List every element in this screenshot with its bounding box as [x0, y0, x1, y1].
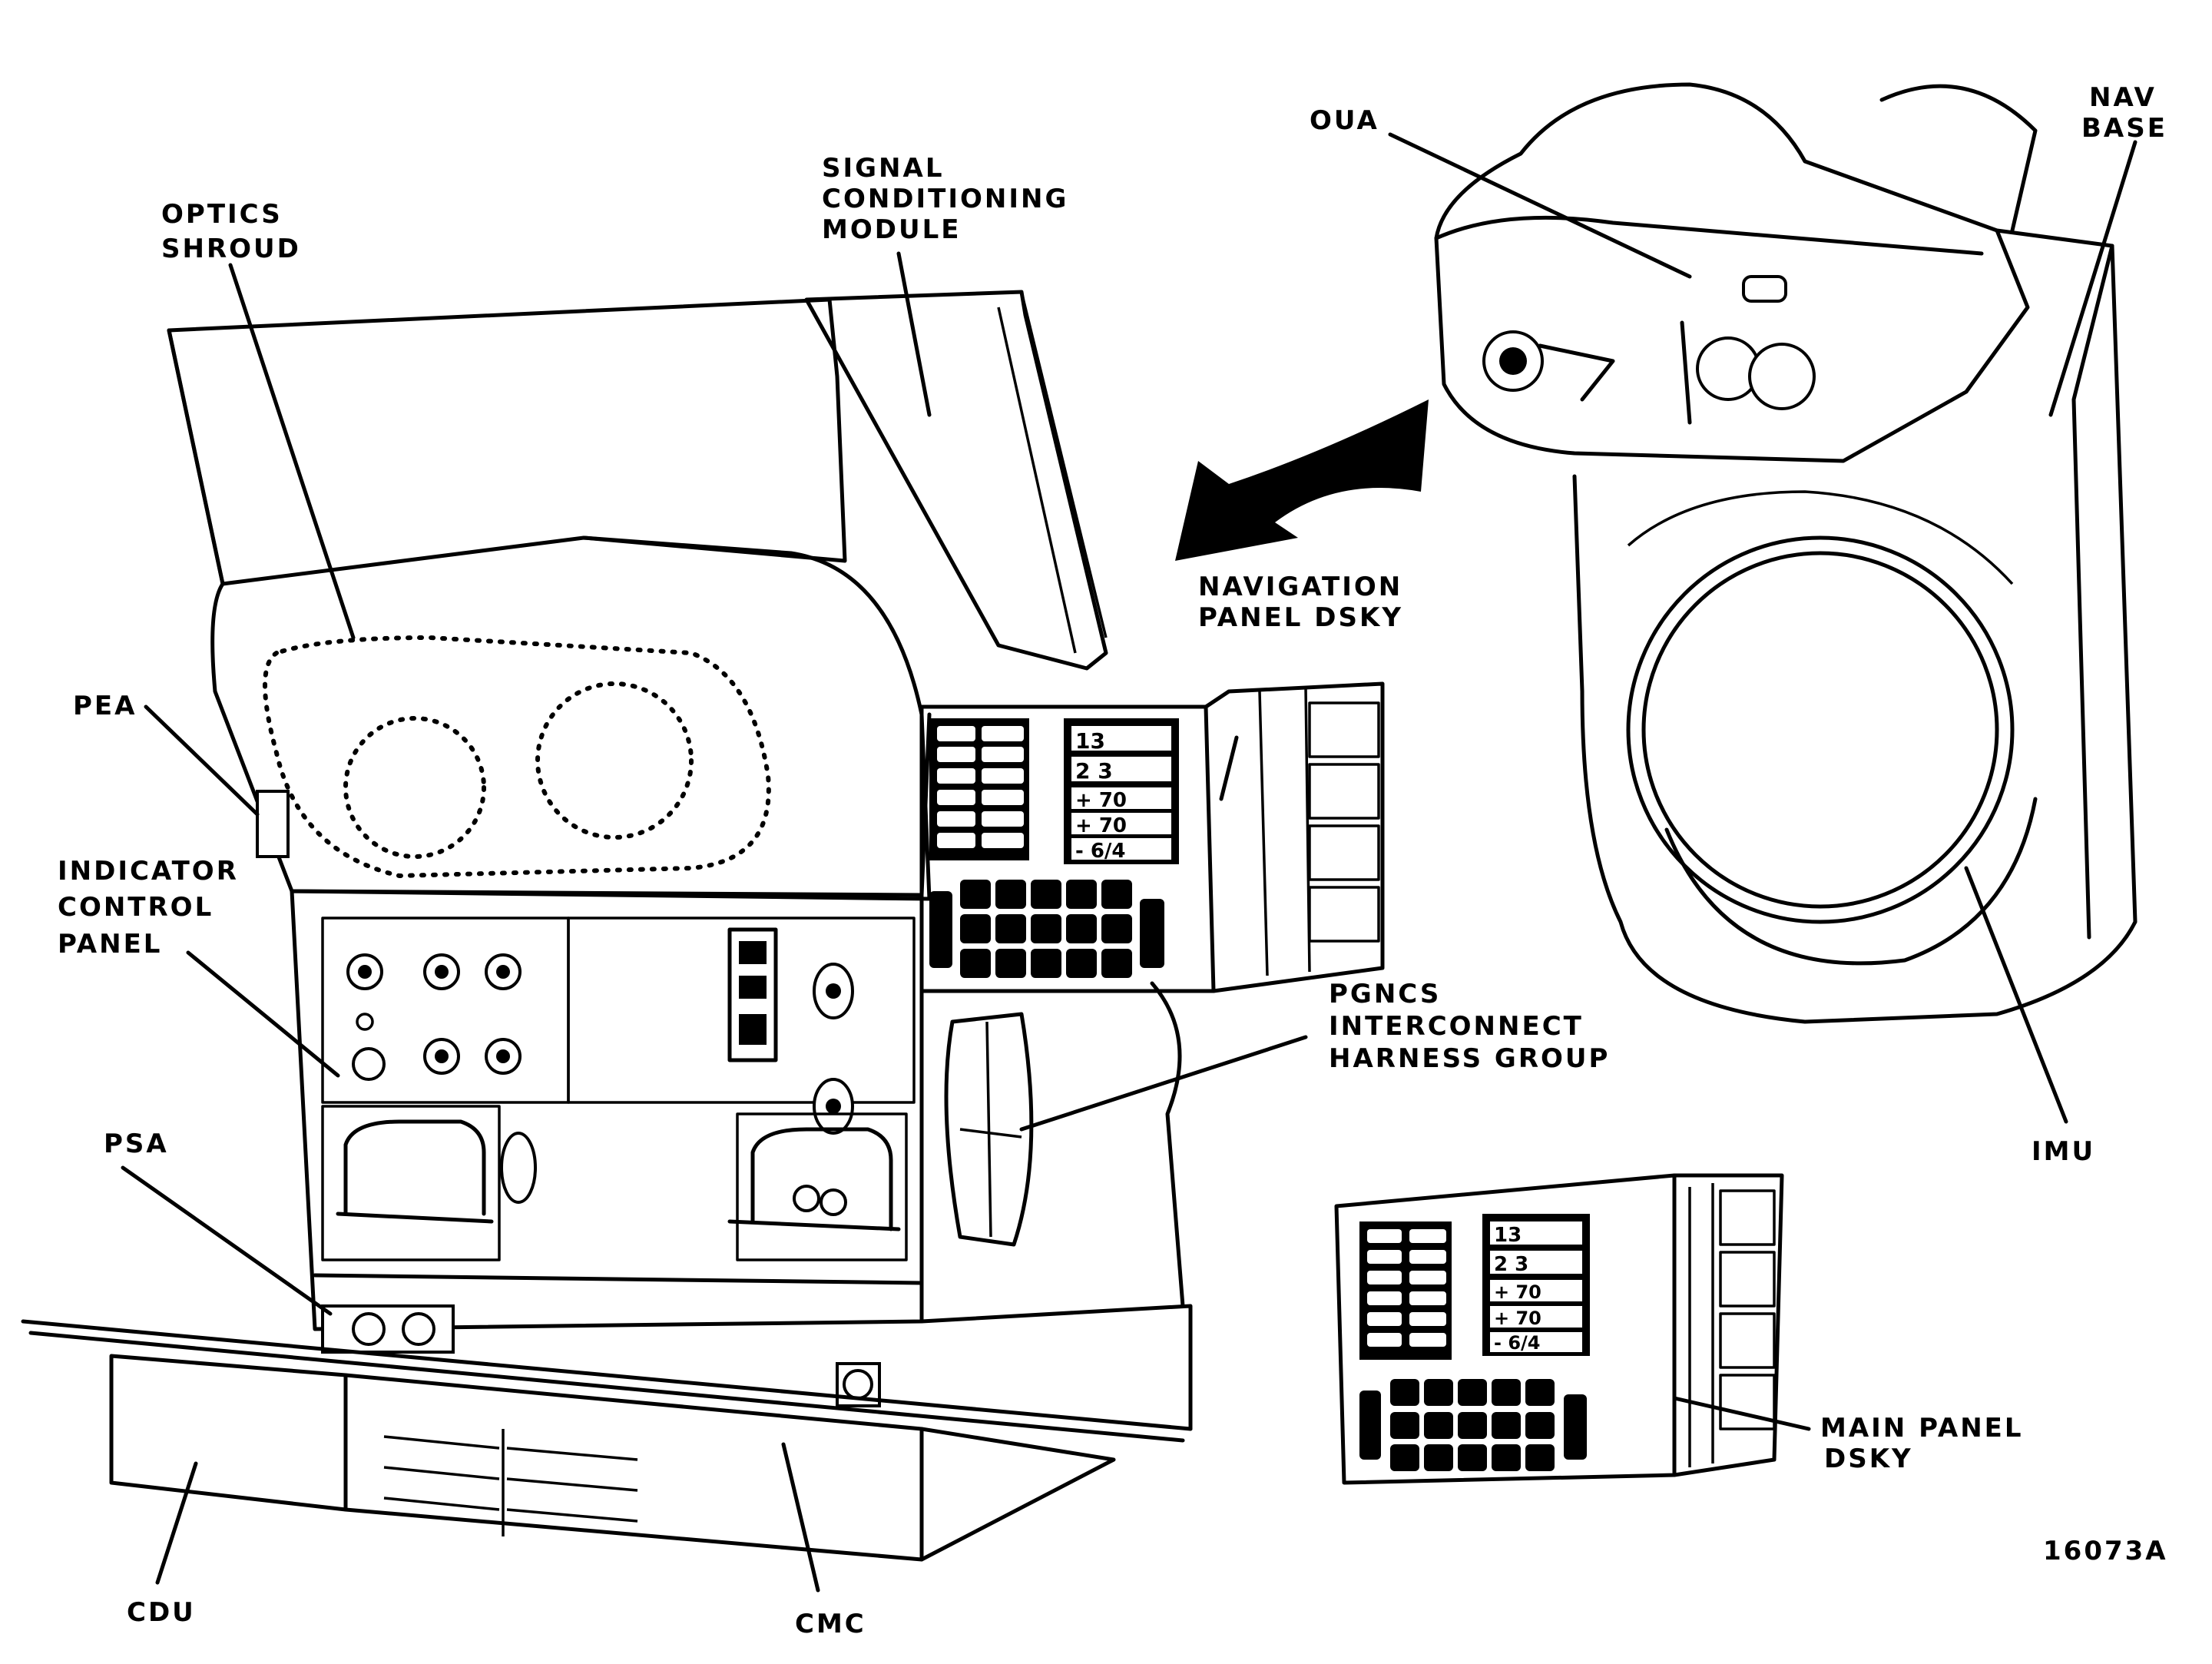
dsky-display-row: - 6/4 — [1075, 840, 1126, 863]
leader-imu — [1964, 866, 2068, 1124]
label-signal-conditioning-module: SIGNAL — [822, 153, 944, 184]
harness-cutaway — [944, 1012, 1034, 1247]
leader-signal-conditioning-module — [896, 251, 932, 417]
label-indicator-control-panel: INDICATOR — [58, 856, 239, 887]
optics-window — [263, 635, 771, 879]
label-main-panel-dsky: MAIN PANEL — [1820, 1413, 2024, 1444]
label-pea: PEA — [73, 691, 137, 721]
leader-pgncs — [1019, 1035, 1308, 1132]
leader-cmc — [781, 1442, 820, 1593]
labels: OPTICS SHROUD SIGNAL CONDITIONING MODULE… — [58, 82, 2168, 1639]
label-nav-base: BASE — [2081, 113, 2167, 144]
label-psa: PSA — [104, 1129, 169, 1159]
dsky-display-row: 13 — [1075, 728, 1105, 754]
figure-id: 16073A — [2043, 1536, 2168, 1566]
leader-icp — [186, 950, 340, 1078]
label-oua: OUA — [1310, 105, 1379, 136]
label-pgncs-interconnect-harness-group: HARNESS GROUP — [1329, 1043, 1610, 1074]
main-console — [21, 290, 1193, 1562]
label-pgncs-interconnect-harness-group: INTERCONNECT — [1329, 1011, 1584, 1042]
label-optics-shroud: OPTICS — [161, 199, 283, 230]
label-pgncs-interconnect-harness-group: PGNCS — [1329, 979, 1441, 1009]
icp-switches — [346, 953, 522, 1081]
dsky-display-row: - 6/4 — [1494, 1332, 1540, 1354]
label-cdu: CDU — [127, 1597, 196, 1628]
dsky-display-row: + 70 — [1075, 814, 1127, 837]
leader-lines — [121, 132, 2137, 1593]
label-indicator-control-panel: CONTROL — [58, 892, 214, 923]
nav-base-imu-assembly — [1434, 82, 2137, 1024]
label-optics-shroud: SHROUD — [161, 234, 301, 264]
label-nav-base: NAV — [2089, 82, 2157, 113]
leader-navigation-panel-dsky — [1219, 735, 1239, 801]
cmc-drawers — [383, 1429, 638, 1536]
dsky-display-row: 2 3 — [1075, 758, 1113, 784]
leader-main-panel-dsky — [1672, 1396, 1811, 1431]
leader-oua — [1388, 132, 1692, 279]
cdu-box — [109, 1354, 348, 1512]
pea-box — [256, 790, 290, 858]
label-main-panel-dsky: DSKY — [1824, 1444, 1913, 1474]
dsky-display-row: 2 3 — [1494, 1253, 1528, 1276]
leader-psa — [121, 1165, 333, 1316]
leader-cdu — [155, 1461, 198, 1585]
label-signal-conditioning-module: CONDITIONING — [822, 184, 1068, 214]
oua-optics — [1482, 275, 1816, 425]
label-navigation-panel-dsky: PANEL DSKY — [1198, 602, 1403, 633]
label-imu: IMU — [2032, 1136, 2095, 1167]
transfer-arrow — [1175, 399, 1429, 561]
dsky-display-row: 13 — [1494, 1224, 1522, 1247]
label-indicator-control-panel: PANEL — [58, 929, 162, 960]
dsky-display-row: + 70 — [1494, 1308, 1541, 1329]
navigation-panel-dsky: 13 2 3 + 70 + 70 - 6/4 — [919, 681, 1385, 993]
label-navigation-panel-dsky: NAVIGATION — [1198, 572, 1402, 602]
leader-nav-base — [2048, 140, 2137, 417]
label-cmc: CMC — [795, 1609, 866, 1639]
leader-pea — [144, 704, 260, 817]
label-signal-conditioning-module: MODULE — [822, 214, 961, 245]
main-dsky-keypad — [1359, 1379, 1587, 1471]
imu-sphere — [1626, 535, 2015, 924]
nav-dsky-keypad — [929, 880, 1164, 978]
main-panel-dsky: 13 2 3 + 70 + 70 - 6/4 — [1334, 1173, 1784, 1485]
nav-dsky-side-drawers — [1308, 701, 1380, 943]
leader-optics-shroud — [228, 263, 356, 640]
dsky-display-row: + 70 — [1494, 1281, 1541, 1303]
dsky-display-row: + 70 — [1075, 789, 1127, 812]
